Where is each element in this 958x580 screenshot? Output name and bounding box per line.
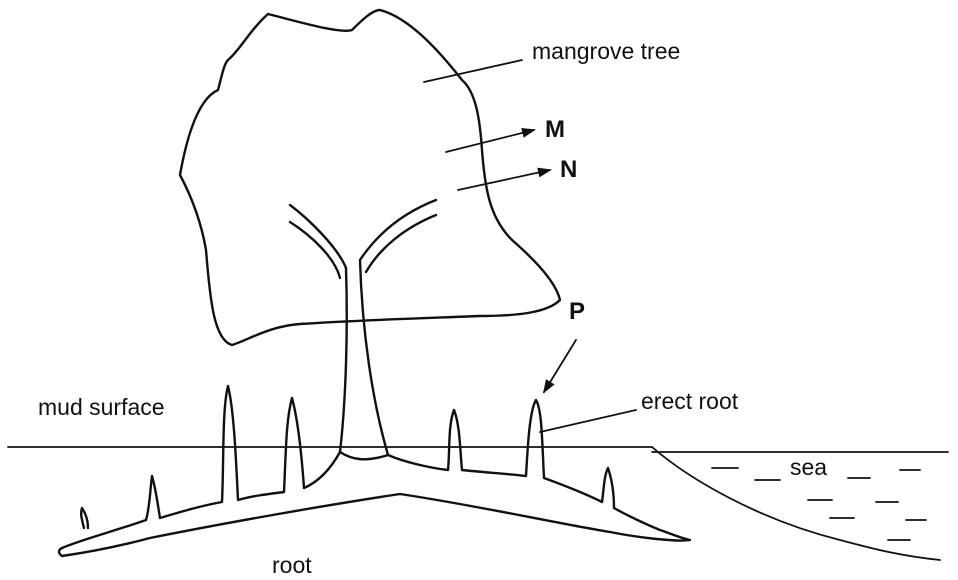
- sea-label: sea: [790, 456, 827, 479]
- trunk-inner-left: [290, 222, 340, 278]
- label-m: M: [545, 118, 565, 142]
- n-arrow: [458, 170, 550, 190]
- tree-pointer-line: [424, 60, 522, 82]
- label-p: P: [569, 300, 585, 324]
- erect-root-label: erect root: [641, 390, 738, 413]
- m-arrow: [446, 130, 534, 152]
- root-tip-left: [81, 508, 88, 528]
- root-label: root: [272, 554, 312, 577]
- trunk-inner-right: [366, 215, 436, 272]
- mud-surface-label: mud surface: [38, 396, 165, 419]
- canopy-outline: [180, 10, 560, 345]
- label-n: N: [560, 158, 577, 182]
- trunk-outer-right: [360, 200, 436, 455]
- p-arrow: [544, 340, 576, 392]
- erect-root-pointer-line: [540, 410, 636, 432]
- mangrove-tree-label: mangrove tree: [532, 40, 680, 63]
- trunk-outer-left: [290, 205, 347, 452]
